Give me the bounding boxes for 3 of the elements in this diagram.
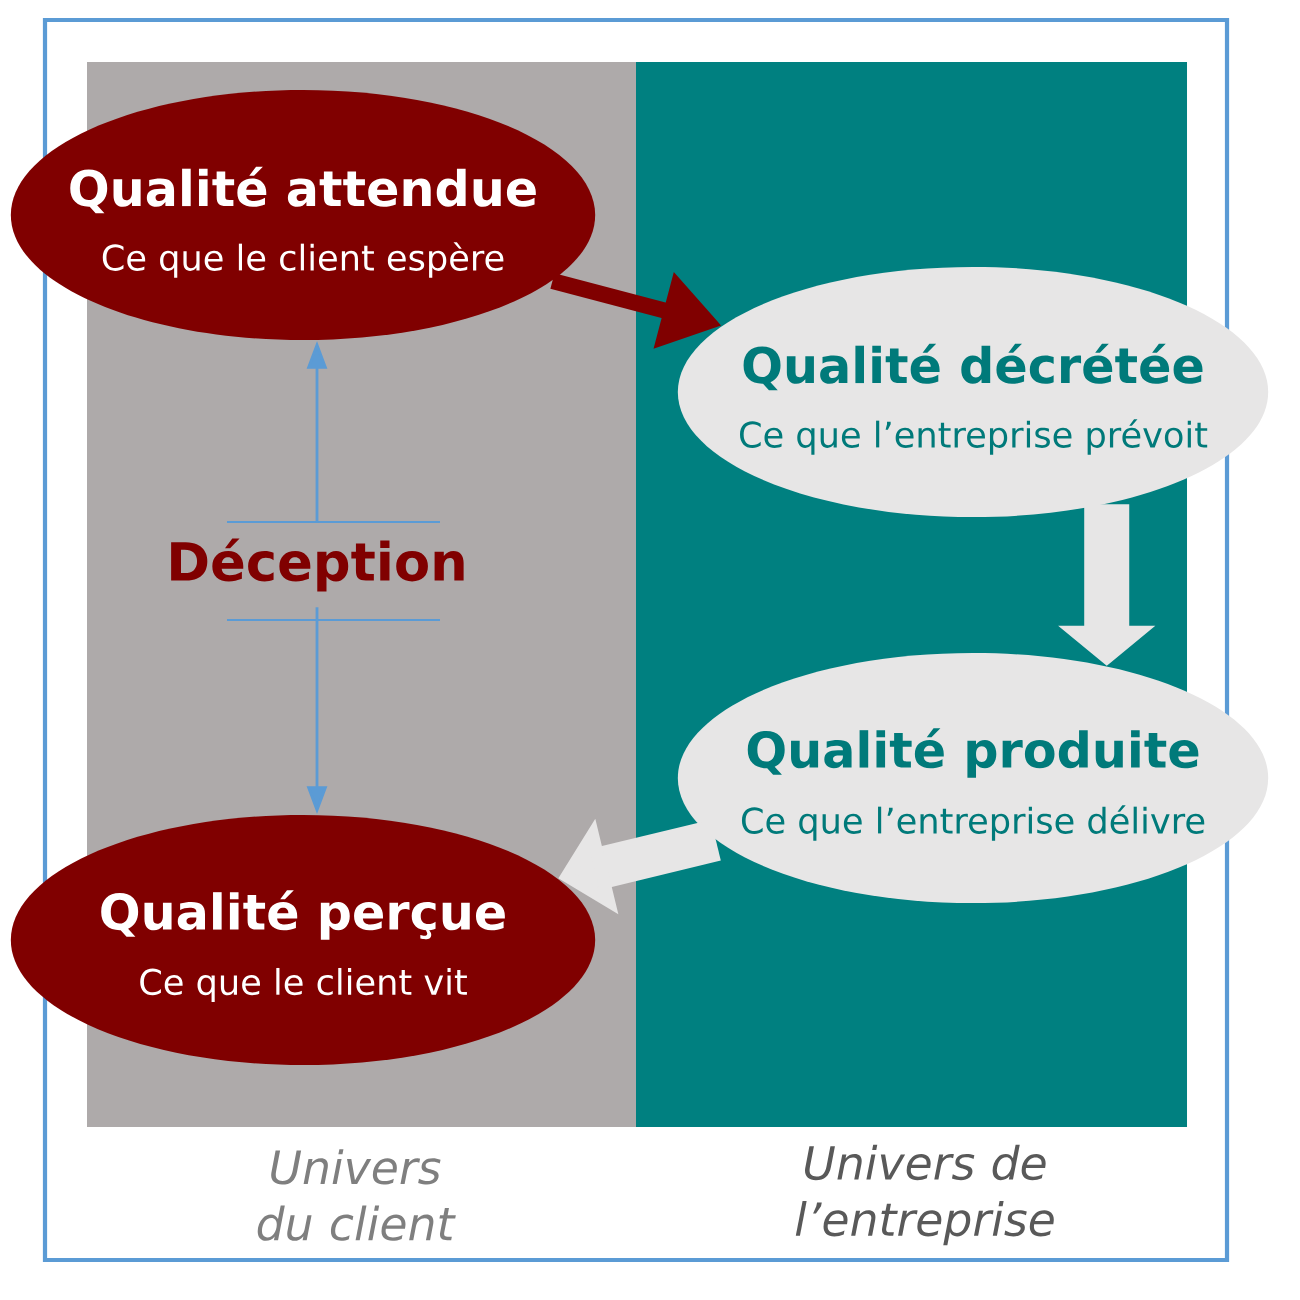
band-label: Univers de l’entreprise [795, 1144, 1054, 1246]
label-text: Déception [171, 538, 464, 592]
band-label: Univers du client [257, 1149, 456, 1241]
